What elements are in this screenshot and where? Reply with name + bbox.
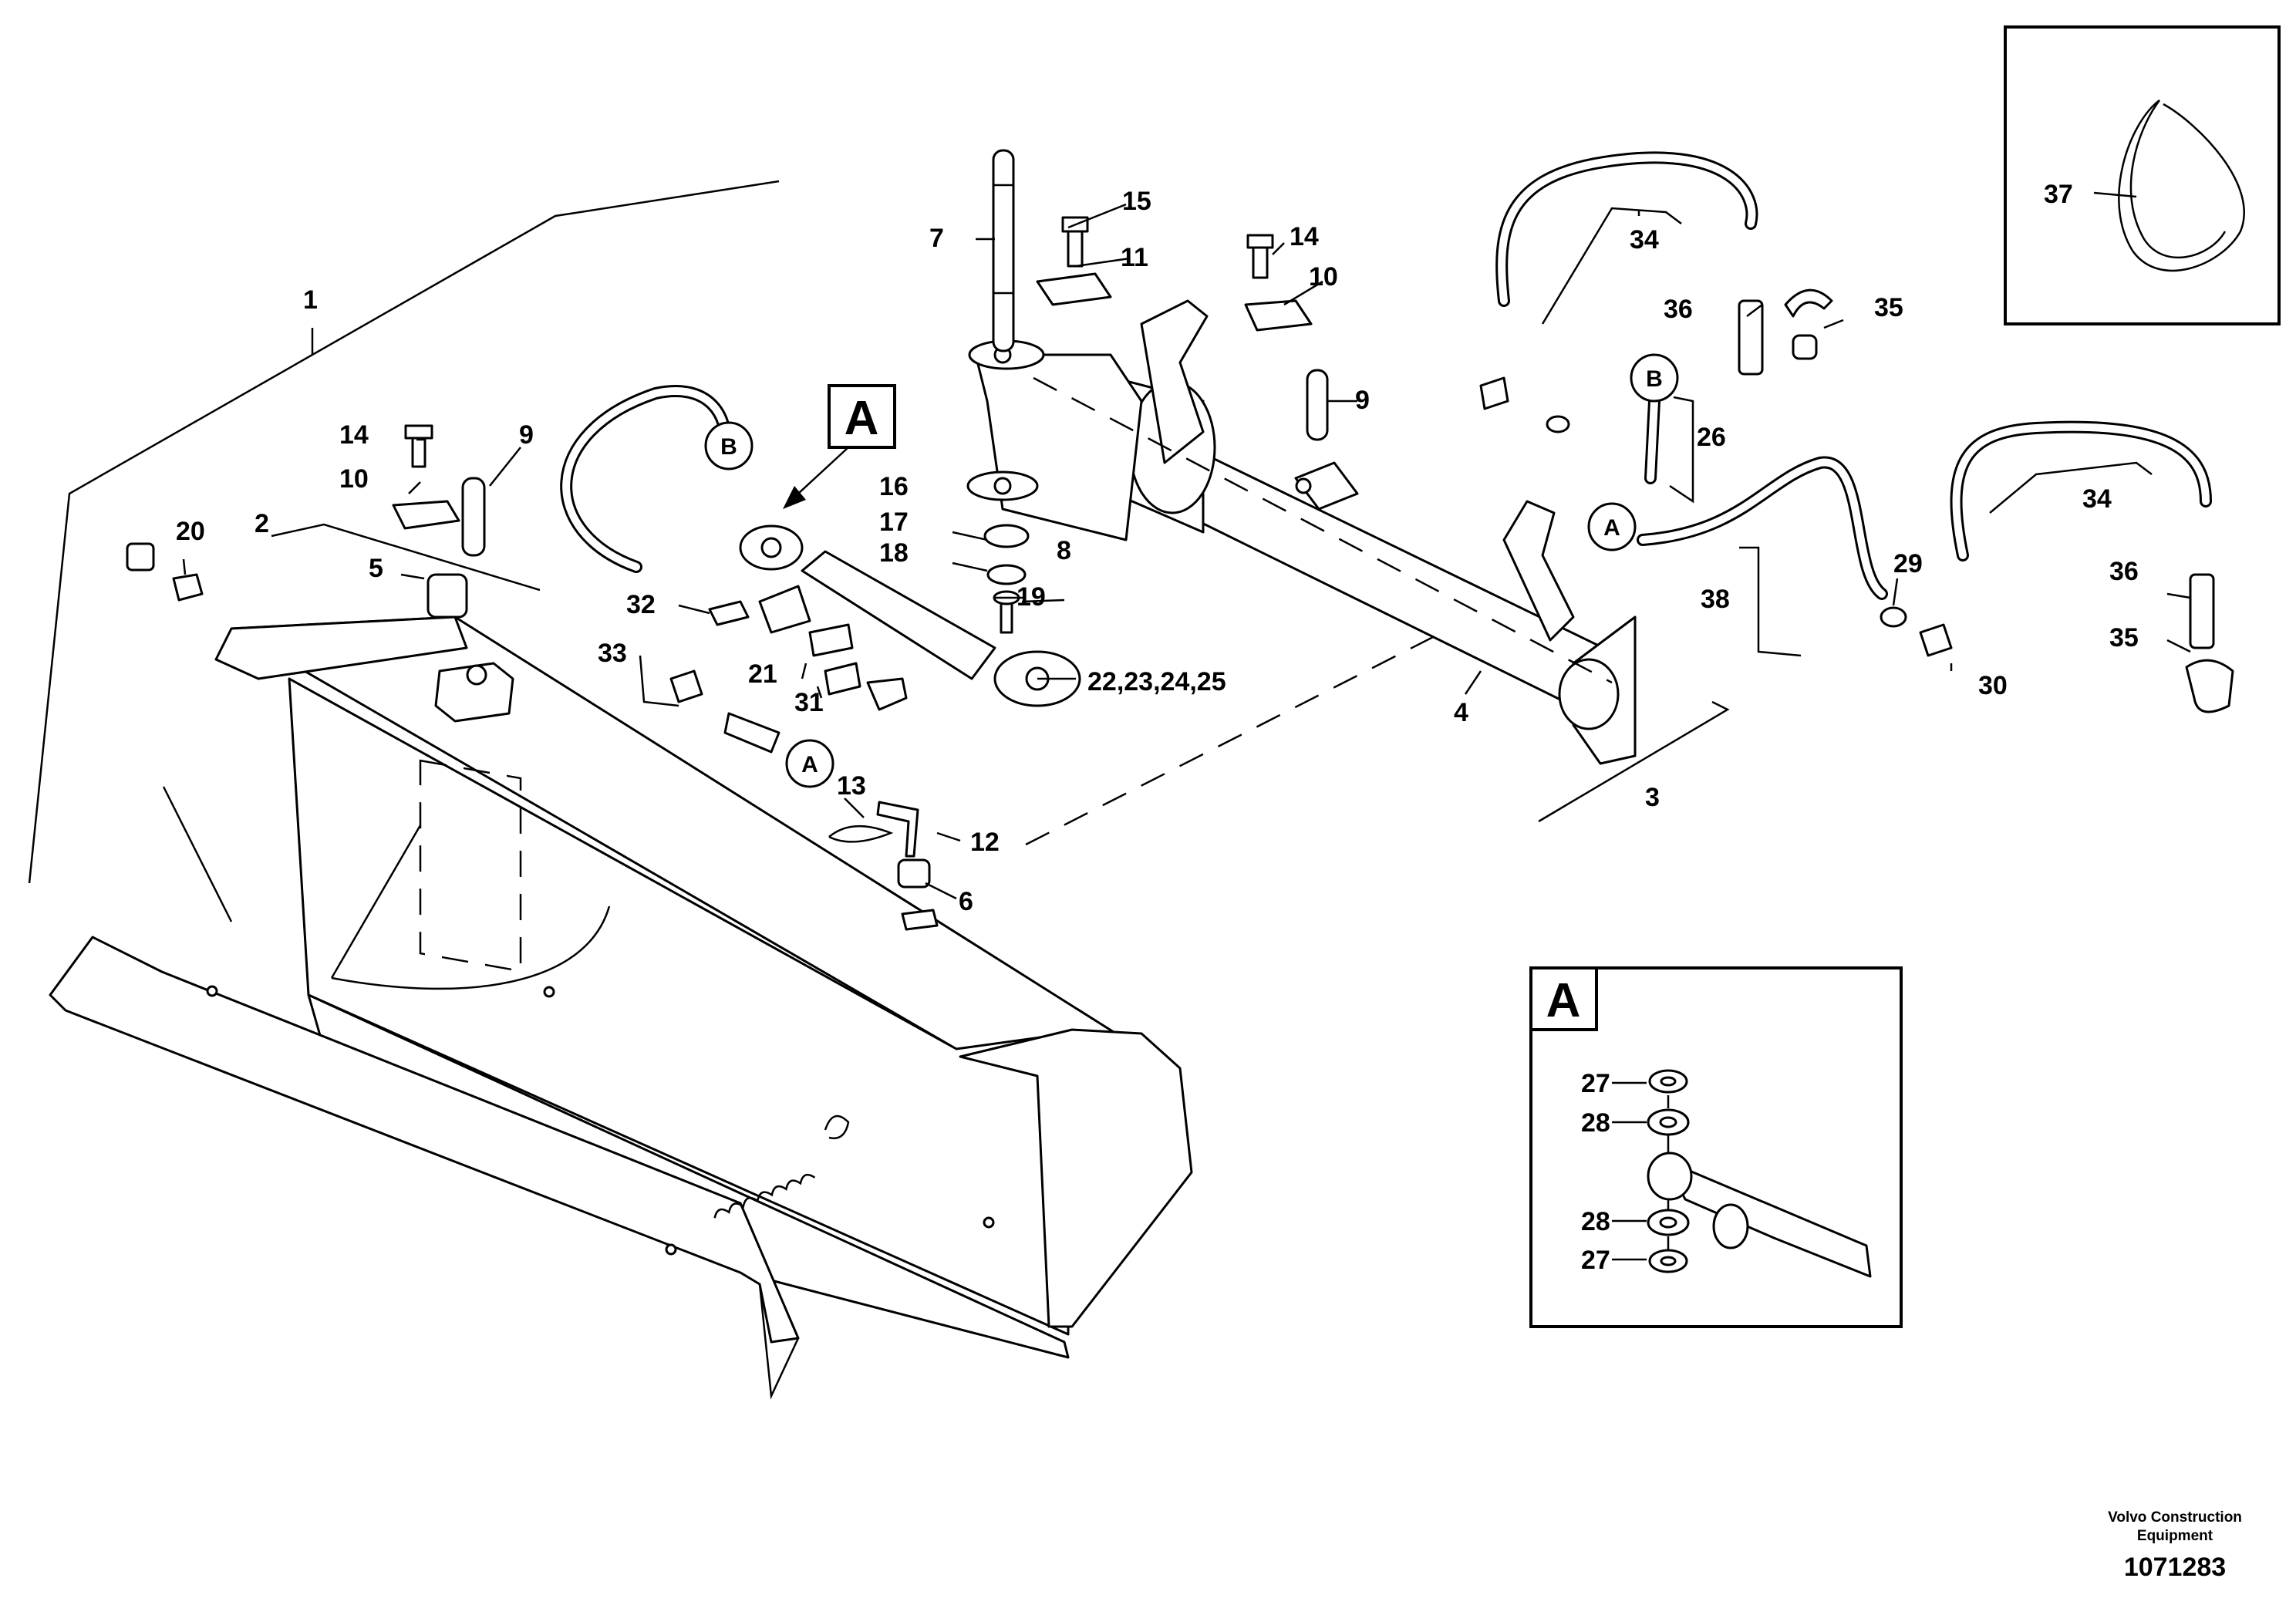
callout-36-right: 36 xyxy=(2109,557,2139,586)
callout-34-right: 34 xyxy=(2082,484,2112,514)
callout-34-top: 34 xyxy=(1630,225,1659,255)
callout-32: 32 xyxy=(626,590,656,619)
footer-company: Volvo Construction xyxy=(2108,1509,2242,1526)
callout-35-right: 35 xyxy=(2109,623,2139,653)
view-marker-a: A xyxy=(783,384,896,509)
callout-30: 30 xyxy=(1978,671,2008,700)
callout-9-left: 9 xyxy=(519,420,534,450)
callout-4: 4 xyxy=(1454,698,1468,727)
callout-3: 3 xyxy=(1645,783,1660,812)
cutting-edge xyxy=(49,936,800,1344)
footer: Volvo Construction Equipment 1071283 xyxy=(2108,1509,2242,1582)
inset-cable-tie xyxy=(2004,25,2281,325)
svg-text:B: B xyxy=(720,434,737,460)
detail-a-box: A 27 28 28 27 xyxy=(1529,966,1903,1328)
callout-17: 17 xyxy=(879,508,909,537)
svg-text:B: B xyxy=(1646,366,1663,392)
callout-11: 11 xyxy=(1121,243,1148,272)
callout-18: 18 xyxy=(879,538,909,568)
callout-20: 20 xyxy=(176,517,205,546)
circle-ref-b-right: B xyxy=(1630,353,1679,403)
callout-12: 12 xyxy=(970,828,1000,857)
callout-37: 37 xyxy=(2044,180,2073,209)
callout-9-right: 9 xyxy=(1355,386,1370,415)
callout-7: 7 xyxy=(929,224,944,253)
bucket-right-side xyxy=(959,1028,1193,1328)
callout-5: 5 xyxy=(369,554,383,583)
callout-29: 29 xyxy=(1893,549,1923,578)
callout-36-top: 36 xyxy=(1664,295,1693,324)
pin-7 xyxy=(992,149,1015,352)
callout-31: 31 xyxy=(794,688,824,717)
callout-21: 21 xyxy=(748,659,777,689)
detail-a-label-28-bottom: 28 xyxy=(1581,1207,1610,1236)
hydraulic-cylinder xyxy=(801,550,996,680)
callout-6: 6 xyxy=(959,887,973,916)
circle-ref-a-right: A xyxy=(1587,502,1637,551)
leader-lines xyxy=(182,191,2191,900)
callout-22-25: 22,23,24,25 xyxy=(1087,667,1226,696)
detail-a-label-28-top: 28 xyxy=(1581,1108,1610,1138)
svg-text:A: A xyxy=(1603,515,1620,541)
callout-26: 26 xyxy=(1697,423,1726,452)
cylinder-frame xyxy=(739,149,1637,846)
callout-2: 2 xyxy=(255,509,269,538)
callout-1: 1 xyxy=(303,285,318,315)
callout-10-left: 10 xyxy=(339,464,369,494)
svg-text:A: A xyxy=(845,392,879,445)
callout-14-right: 14 xyxy=(1290,222,1319,251)
footer-drawing-number: 1071283 xyxy=(2124,1553,2226,1582)
callout-33: 33 xyxy=(598,639,627,668)
circle-ref-b-left: B xyxy=(704,421,754,470)
callout-labels: 1 2 3 4 5 6 7 8 9 9 10 10 11 12 13 14 14… xyxy=(176,180,2139,916)
svg-text:A: A xyxy=(801,752,818,777)
callout-16: 16 xyxy=(879,472,909,501)
detail-a-label-27-bottom: 27 xyxy=(1581,1246,1610,1275)
callout-15: 15 xyxy=(1122,187,1151,216)
callout-38: 38 xyxy=(1701,585,1730,614)
bucket-assembly xyxy=(28,180,1193,1400)
detail-a-label-27-top: 27 xyxy=(1581,1069,1610,1098)
circle-ref-a-left: A xyxy=(785,739,834,788)
callout-10-right: 10 xyxy=(1309,262,1338,292)
pin-bracket xyxy=(974,353,1143,541)
callout-14-left: 14 xyxy=(339,420,369,450)
callout-19: 19 xyxy=(1017,582,1046,612)
left-small-parts xyxy=(126,424,939,931)
footer-company-2: Equipment xyxy=(2137,1528,2213,1544)
hoses xyxy=(560,151,2234,713)
callout-8: 8 xyxy=(1057,536,1071,565)
detail-a-title: A xyxy=(1546,974,1581,1027)
callout-35-top: 35 xyxy=(1874,293,1903,322)
callout-13: 13 xyxy=(837,771,866,801)
